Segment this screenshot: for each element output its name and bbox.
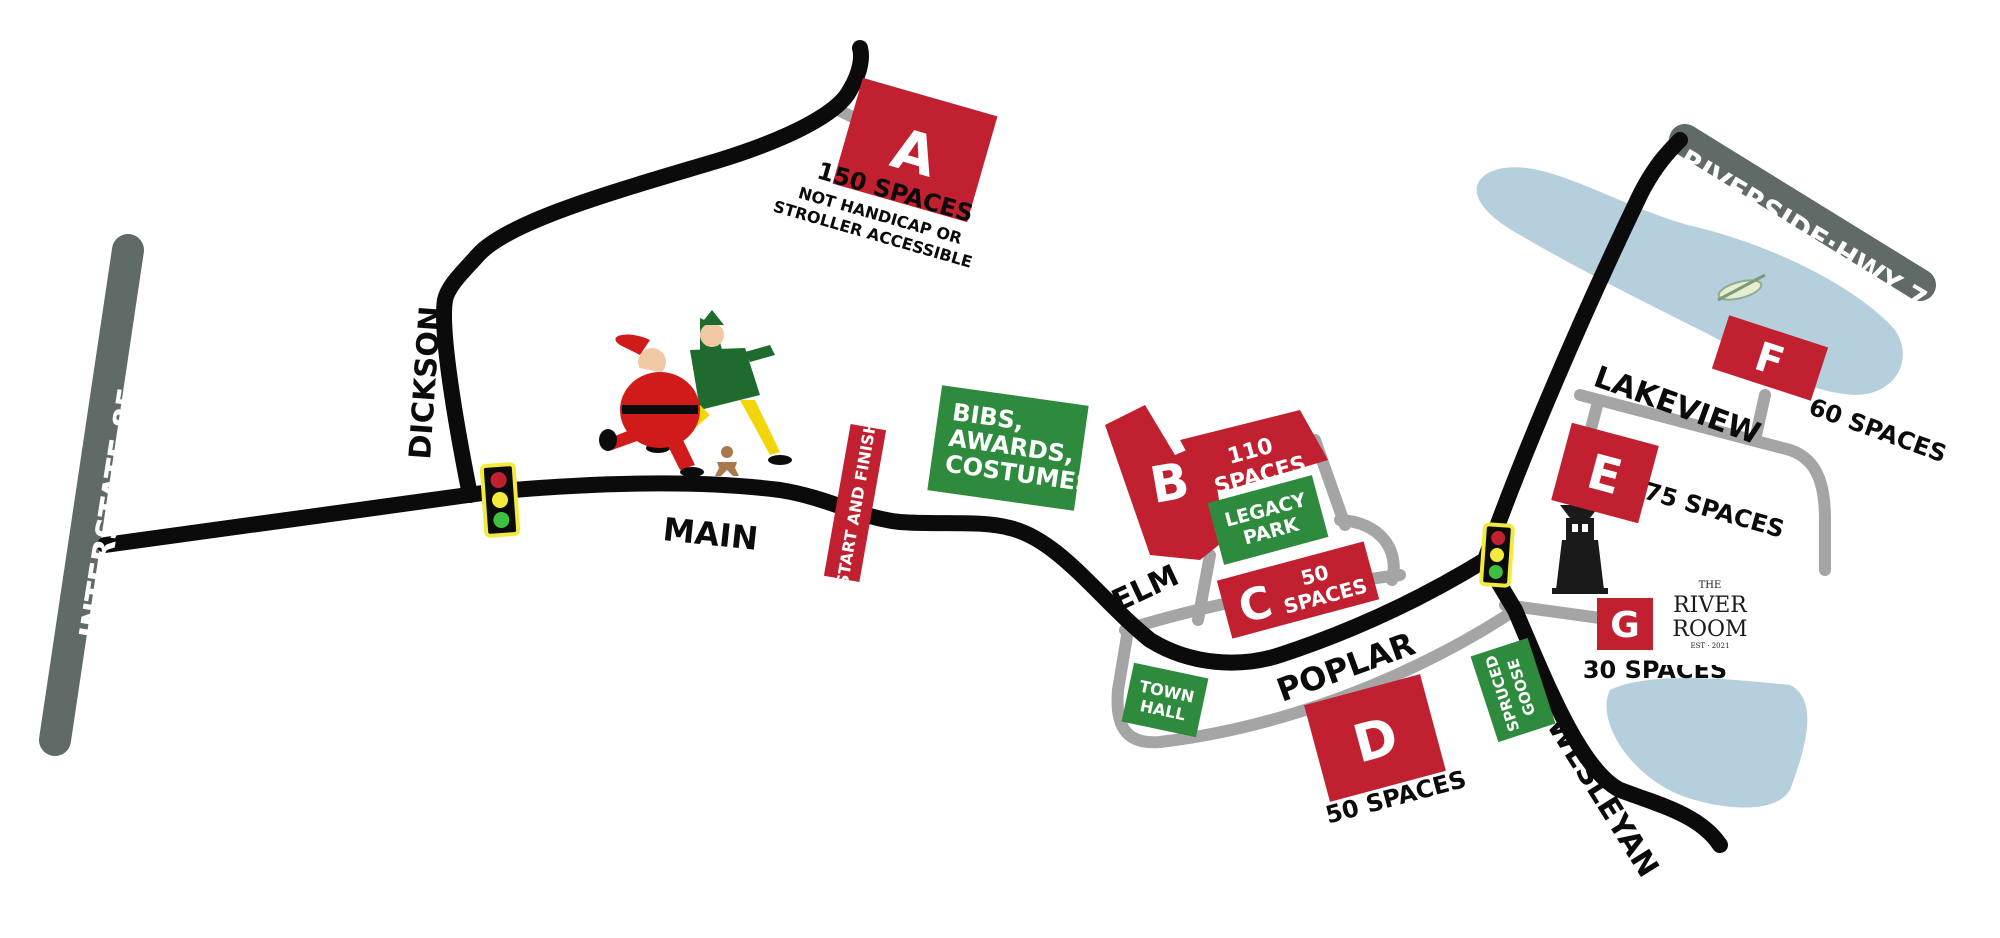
interstate-85-road bbox=[39, 234, 144, 756]
parking-lot-f: F bbox=[1711, 315, 1829, 401]
river-room-line-3: ROOM bbox=[1672, 617, 1747, 642]
river-room-line-1: THE bbox=[1699, 580, 1722, 591]
parking-lot-b: B 110 SPACES bbox=[1105, 405, 1328, 560]
lot-b-spur bbox=[1192, 549, 1216, 626]
traffic-light-icon bbox=[1479, 522, 1515, 588]
elm-loop-road bbox=[1111, 604, 1521, 749]
main-road bbox=[97, 475, 1493, 671]
venue-spruced-goose: SPRUCED GOOSE bbox=[1470, 637, 1556, 743]
parking-lot-d: D bbox=[1304, 674, 1446, 802]
river-room-est: EST · 2021 bbox=[1690, 642, 1729, 650]
dickson-road bbox=[436, 40, 869, 503]
road-label-main: MAIN bbox=[661, 510, 760, 558]
lot-e-spaces: 75 SPACES bbox=[1641, 477, 1787, 544]
river-room-line-2: RIVER bbox=[1673, 593, 1748, 618]
venue-town-hall: TOWN HALL bbox=[1121, 662, 1209, 738]
lake-upper bbox=[1476, 167, 1903, 395]
lot-f-spaces: 60 SPACES bbox=[1805, 393, 1950, 469]
venue-bibs-awards-costumes: BIBS, AWARDS, COSTUMES bbox=[927, 385, 1094, 511]
wesleyan-road bbox=[1477, 552, 1728, 853]
river-room-logo: THE RIVER ROOM EST · 2021 bbox=[1660, 565, 1760, 665]
lot-f-spur bbox=[1749, 389, 1771, 446]
santa-and-elf-runners-icon bbox=[599, 310, 792, 477]
road-label-dickson: DICKSON bbox=[403, 305, 449, 461]
riverside-road bbox=[1477, 132, 1688, 568]
venue-legacy-park: LEGACY PARK bbox=[1207, 475, 1329, 565]
parking-lot-e: E bbox=[1551, 422, 1659, 524]
canoe-icon bbox=[1717, 273, 1766, 302]
poplar-east-loop bbox=[1334, 514, 1400, 586]
parking-lot-g: G bbox=[1597, 598, 1653, 650]
lake-lower bbox=[1606, 678, 1808, 808]
lighthouse-icon bbox=[1552, 490, 1608, 594]
lot-g-letter: G bbox=[1610, 605, 1640, 646]
riverside-hwy-7-road bbox=[1669, 124, 1936, 301]
traffic-light-icon bbox=[479, 462, 521, 538]
lakeview-road bbox=[1574, 389, 1831, 576]
parking-lot-a: A bbox=[832, 77, 998, 223]
main-roads bbox=[97, 40, 1728, 853]
gingerbread-icon bbox=[715, 446, 739, 476]
